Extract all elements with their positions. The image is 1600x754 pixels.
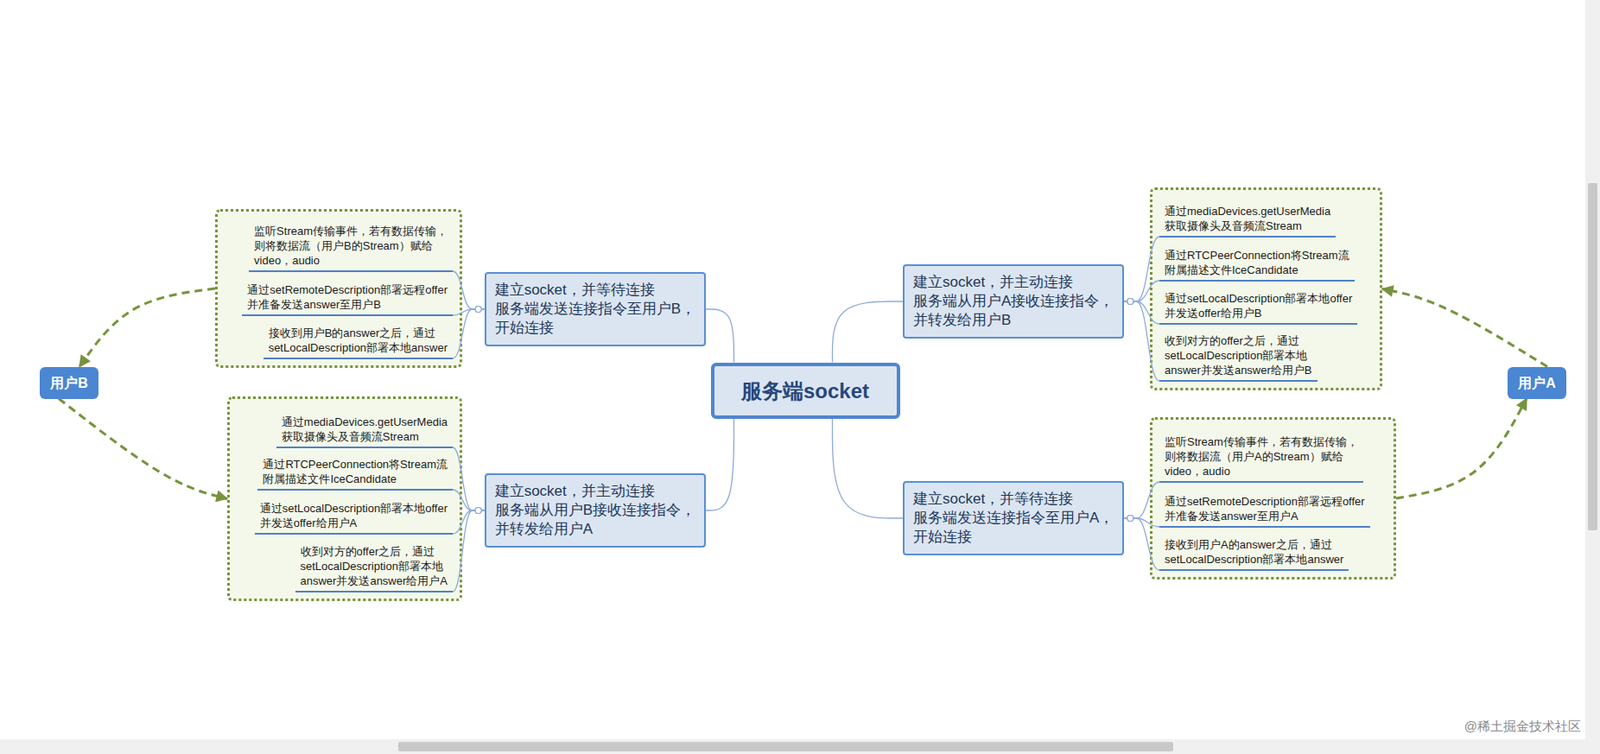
bracket-line	[1123, 301, 1160, 324]
node-text: 通过setLocalDescription部署本地offer 并发送offer给…	[1164, 291, 1353, 321]
node-text: 用户A	[1517, 374, 1556, 393]
bracket-line	[1123, 518, 1160, 527]
subtopic: 通过setRemoteDescription部署远程offer 并准备发送ans…	[241, 280, 453, 317]
hub-box: 服务端socket	[711, 362, 901, 420]
subtopic: 通过setRemoteDescription部署远程offer 并准备发送ans…	[1159, 492, 1371, 528]
watermark: @稀土掘金技术社区	[1464, 718, 1581, 736]
branch-line	[832, 301, 904, 363]
subtopic: 监听Stream传输事件，若有数据传输， 则将数据流（用户A的Stream）赋给…	[1159, 432, 1364, 483]
bracket-line	[452, 489, 485, 511]
dashed-arrow	[58, 399, 228, 500]
bracket-line	[452, 447, 485, 511]
branch-line	[705, 309, 735, 363]
dotted-group: 通过mediaDevices.getUserMedia 获取摄像头及音频流Str…	[1149, 187, 1383, 391]
node-text: 接收到用户A的answer之后，通过 setLocalDescription部署…	[1164, 537, 1344, 567]
subtopic: 通过RTCPeerConnection将Stream流 附属描述文件IceCan…	[1159, 246, 1355, 282]
bracket-line	[1123, 482, 1160, 519]
node-text: 建立socket，并主动连接 服务端从用户B接收连接指令， 并转发给用户A	[495, 482, 696, 540]
topic-box: 建立socket，并主动连接 服务端从用户A接收连接指令， 并转发给用户B	[902, 264, 1124, 339]
bracket-line	[1123, 518, 1160, 571]
subtopic: 通过setLocalDescription部署本地offer 并发送offer给…	[1159, 289, 1358, 325]
node-text: 监听Stream传输事件，若有数据传输， 则将数据流（用户B的Stream）赋给…	[253, 223, 448, 268]
bracket-line	[452, 510, 485, 534]
bracket-line	[452, 309, 485, 359]
node-text: 建立socket，并主动连接 服务端从用户A接收连接指令， 并转发给用户B	[913, 273, 1114, 331]
bracket-line	[452, 510, 485, 592]
dotted-group: 监听Stream传输事件，若有数据传输， 则将数据流（用户B的Stream）赋给…	[215, 209, 463, 369]
node-text: 建立socket，并等待连接 服务端发送连接指令至用户A， 开始连接	[913, 489, 1114, 547]
bracket-line	[1123, 280, 1160, 302]
dashed-arrow	[1396, 399, 1527, 500]
topic-box: 建立socket，并主动连接 服务端从用户B接收连接指令， 并转发给用户A	[484, 473, 706, 548]
subtopic: 监听Stream传输事件，若有数据传输， 则将数据流（用户B的Stream）赋给…	[248, 222, 453, 273]
branch-line	[705, 419, 735, 512]
node-text: 通过setLocalDescription部署本地offer 并发送offer给…	[260, 501, 448, 531]
node-text: 收到对方的offer之后，通过 setLocalDescription部署本地 …	[300, 544, 449, 589]
bracket-line	[1123, 236, 1160, 302]
scrollbar-thumb	[1587, 183, 1598, 531]
node-text: 用户B	[50, 374, 89, 393]
subtopic: 通过mediaDevices.getUserMedia 获取摄像头及音频流Str…	[276, 412, 453, 449]
scrollbar-track	[0, 739, 1600, 754]
node-text: 通过setRemoteDescription部署远程offer 并准备发送ans…	[247, 282, 448, 312]
user-box: 用户A	[1507, 367, 1567, 400]
subtopic: 接收到用户A的answer之后，通过 setLocalDescription部署…	[1159, 535, 1349, 572]
bracket-line	[1123, 301, 1160, 381]
subtopic: 通过mediaDevices.getUserMedia 获取摄像头及音频流Str…	[1159, 202, 1336, 238]
bracket-line	[452, 309, 485, 316]
node-text: 服务端socket	[738, 378, 873, 404]
node-text: 通过setRemoteDescription部署远程offer 并准备发送ans…	[1164, 494, 1366, 524]
subtopic: 通过setLocalDescription部署本地offer 并发送offer给…	[254, 499, 453, 535]
subtopic: 通过RTCPeerConnection将Stream流 附属描述文件IceCan…	[257, 455, 453, 491]
node-text: 监听Stream传输事件，若有数据传输， 则将数据流（用户A的Stream）赋给…	[1164, 434, 1359, 479]
bracket-line	[452, 271, 485, 310]
node-text: 通过RTCPeerConnection将Stream流 附属描述文件IceCan…	[1164, 247, 1350, 278]
node-text: 通过RTCPeerConnection将Stream流 附属描述文件IceCan…	[262, 457, 448, 487]
subtopic: 收到对方的offer之后，通过 setLocalDescription部署本地 …	[295, 542, 454, 593]
dashed-arrow	[1382, 289, 1548, 368]
scrollbar-thumb	[398, 742, 1174, 752]
branch-line	[832, 419, 904, 520]
node-text: 收到对方的offer之后，通过 setLocalDescription部署本地 …	[1164, 333, 1313, 378]
dashed-arrow	[79, 288, 216, 368]
topic-box: 建立socket，并等待连接 服务端发送连接指令至用户B， 开始连接	[484, 272, 706, 347]
dotted-group: 通过mediaDevices.getUserMedia 获取摄像头及音频流Str…	[227, 396, 463, 602]
scrollbar-track	[1585, 0, 1600, 740]
user-box: 用户B	[39, 367, 99, 400]
dotted-group: 监听Stream传输事件，若有数据传输， 则将数据流（用户A的Stream）赋给…	[1149, 417, 1397, 580]
node-text: 接收到用户B的answer之后，通过 setLocalDescription部署…	[268, 325, 448, 356]
node-text: 建立socket，并等待连接 服务端发送连接指令至用户B， 开始连接	[495, 280, 696, 338]
node-text: 通过mediaDevices.getUserMedia 获取摄像头及音频流Str…	[1164, 203, 1331, 234]
topic-box: 建立socket，并等待连接 服务端发送连接指令至用户A， 开始连接	[902, 481, 1124, 556]
subtopic: 接收到用户B的answer之后，通过 setLocalDescription部署…	[263, 323, 453, 360]
subtopic: 收到对方的offer之后，通过 setLocalDescription部署本地 …	[1159, 331, 1318, 382]
node-text: 通过mediaDevices.getUserMedia 获取摄像头及音频流Str…	[281, 414, 448, 445]
